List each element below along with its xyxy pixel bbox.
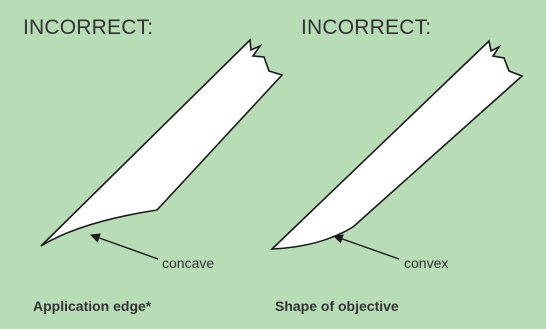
right-panel-heading: INCORRECT: — [301, 16, 432, 39]
concave-arrow — [90, 233, 159, 260]
left-panel-caption: Application edge* — [33, 298, 152, 314]
convex-arrow — [333, 234, 400, 260]
convex-blade-shape — [269, 39, 524, 250]
right-panel-caption: Shape of objective — [275, 298, 399, 314]
concave-annotation: concave — [162, 255, 215, 271]
convex-annotation: convex — [404, 255, 449, 271]
left-panel-heading: INCORRECT: — [23, 16, 154, 39]
concave-blade-shape — [40, 38, 284, 247]
